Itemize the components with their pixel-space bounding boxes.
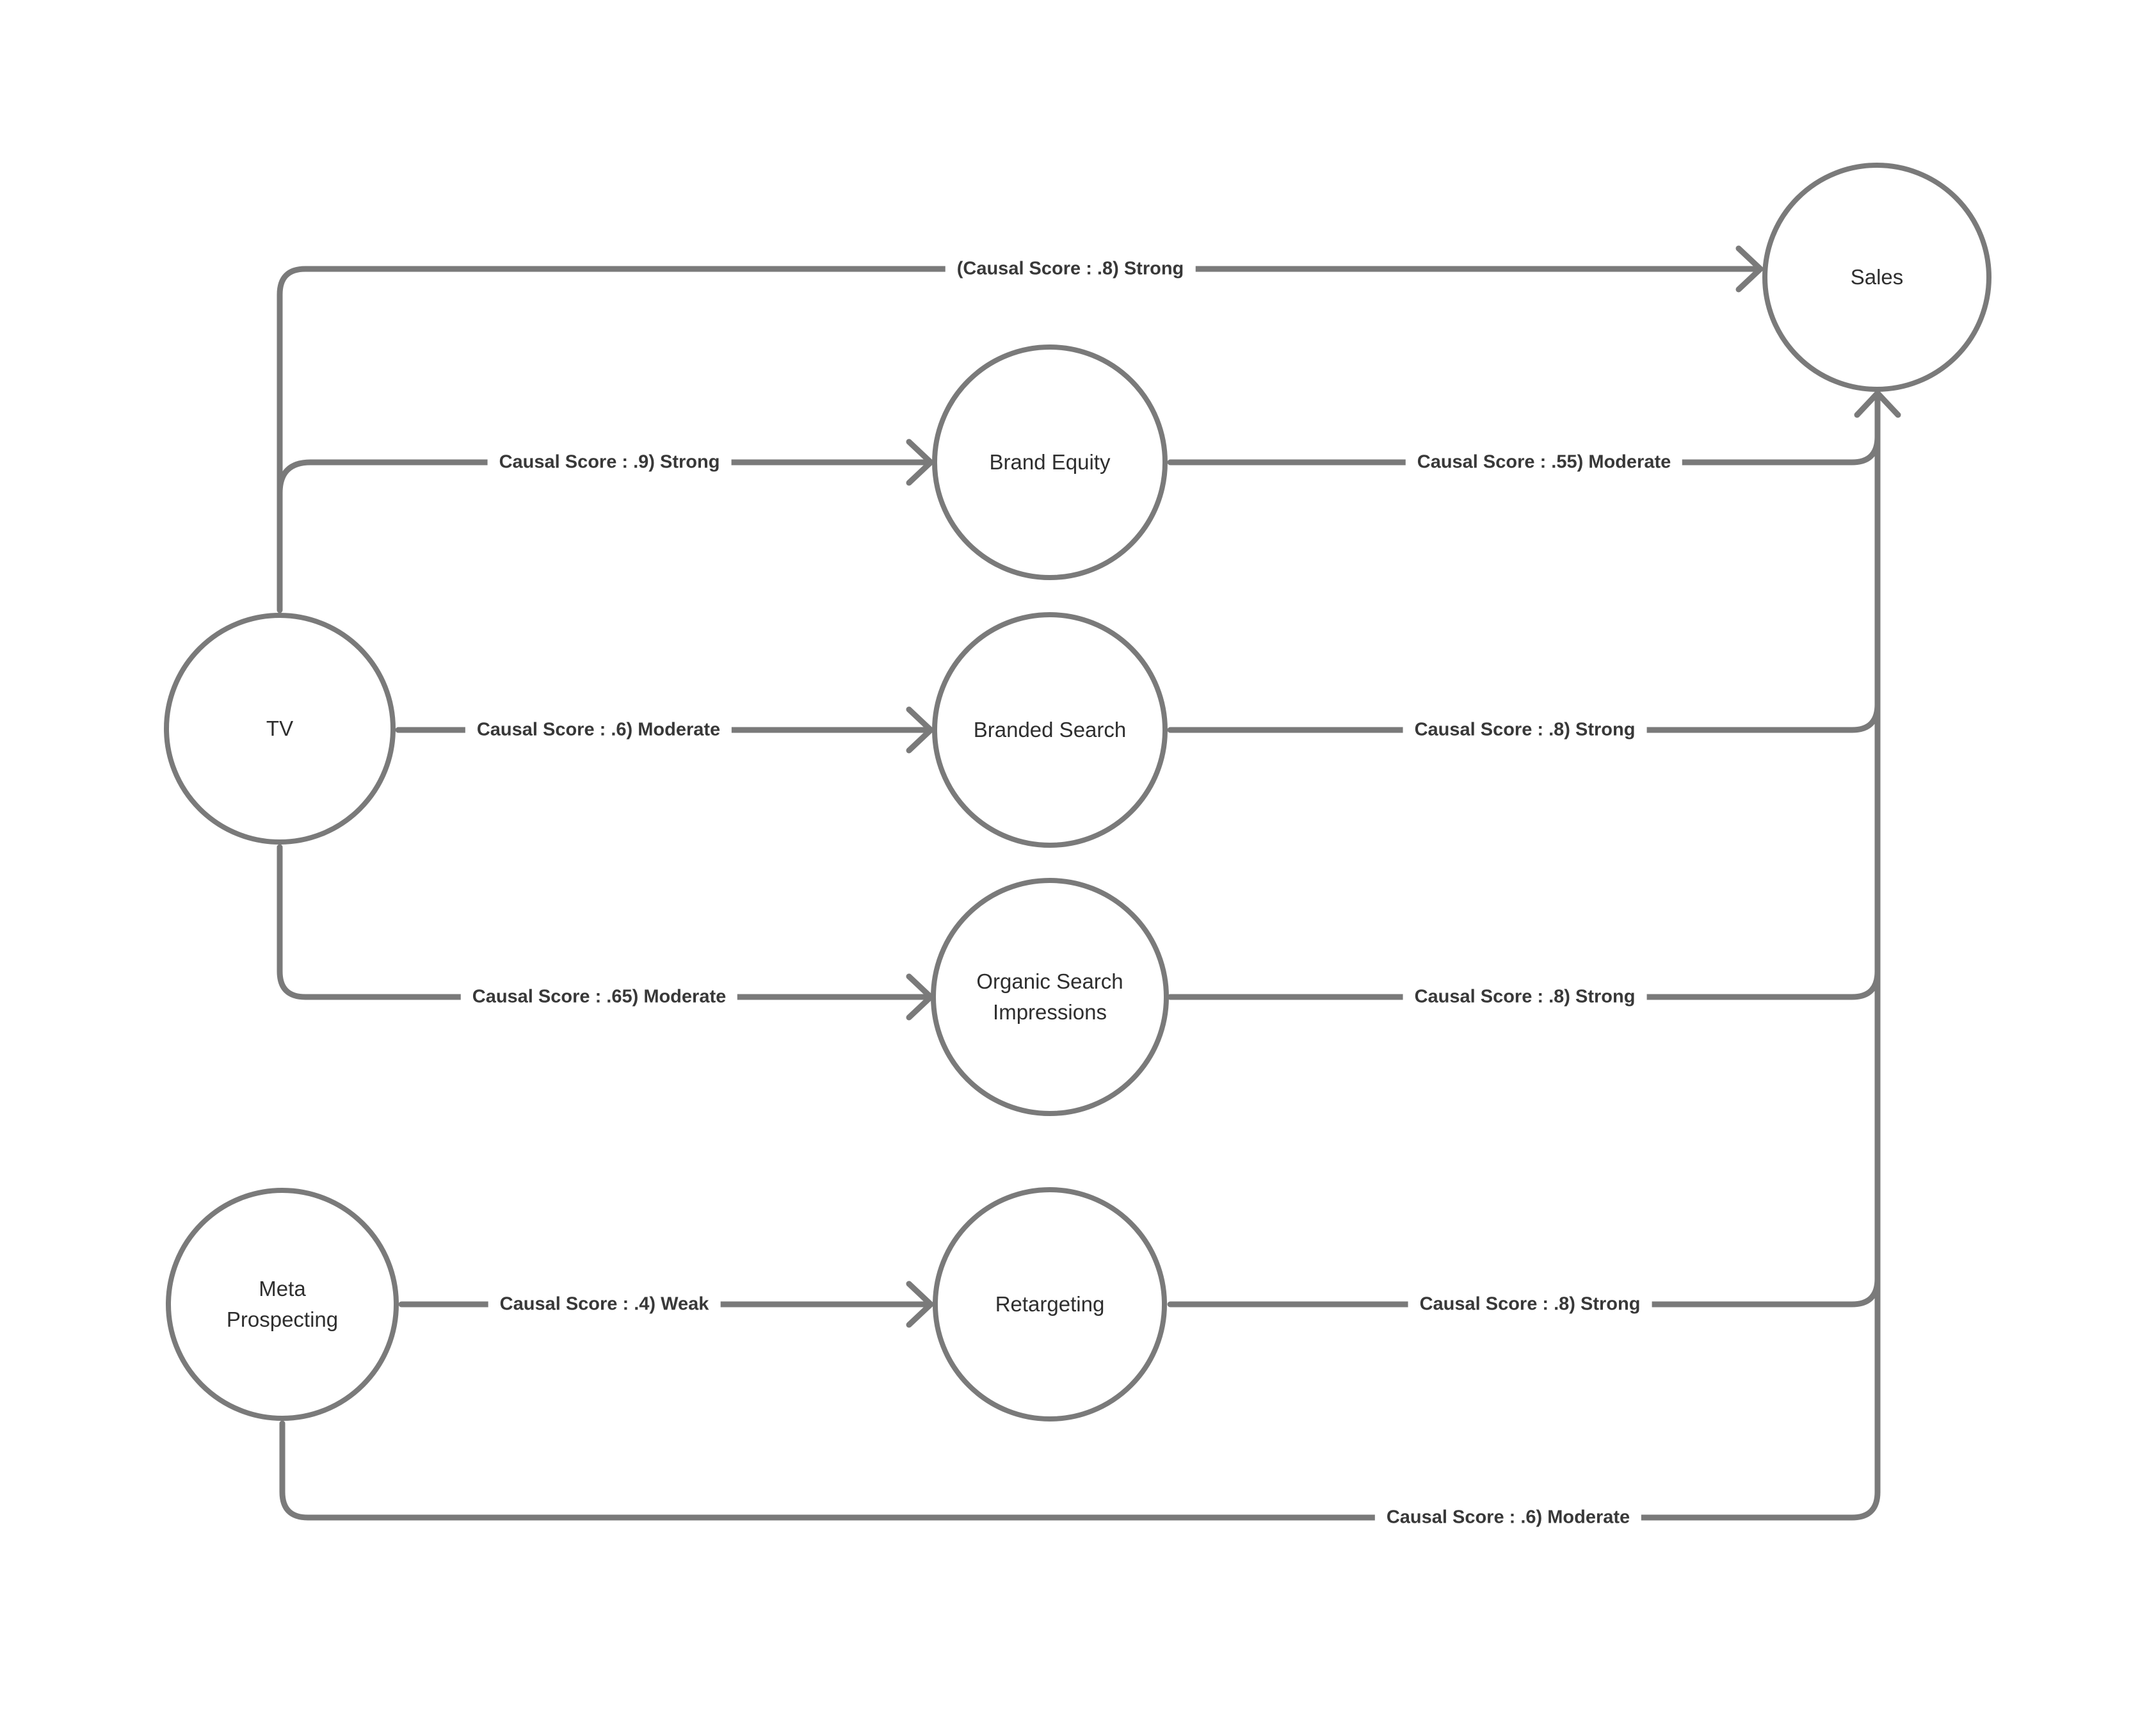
node-circle-sales[interactable]: [1762, 163, 1991, 392]
edge-label-meta-prospecting-sales: Causal Score : .6) Moderate: [1374, 1502, 1642, 1533]
arrowhead-into-branded-search: [906, 706, 934, 754]
node-circle-brand-equity[interactable]: [932, 344, 1168, 580]
edge-label-tv-sales: (Causal Score : .8) Strong: [945, 254, 1196, 284]
edge-label-meta-prospecting-retargeting: Causal Score : .4) Weak: [488, 1289, 721, 1320]
edge-label-brand-equity-sales: Causal Score : .55) Moderate: [1405, 447, 1683, 478]
arrowhead-into-brand-equity: [906, 439, 934, 486]
node-circle-branded-search[interactable]: [932, 612, 1168, 848]
node-circle-organic-search-impressions[interactable]: [931, 878, 1169, 1116]
edge-tv-brand-equity-line: [277, 459, 928, 496]
edge-tv-organic-search-line: [277, 844, 928, 1000]
edge-tv-sales-line: [277, 266, 1760, 613]
node-circle-tv[interactable]: [164, 613, 396, 845]
edge-label-organic-search-sales: Causal Score : .8) Strong: [1403, 982, 1647, 1012]
arrowhead-into-organic-search: [906, 973, 934, 1021]
edge-meta-prospecting-sales-line: [279, 1420, 1881, 1521]
edge-label-tv-brand-equity: Causal Score : .9) Strong: [487, 447, 732, 478]
arrowhead-into-retargeting: [906, 1281, 934, 1328]
arrowhead-into-sales-bottom: [1854, 390, 1901, 418]
node-circle-meta-prospecting[interactable]: [166, 1188, 399, 1421]
node-circle-retargeting[interactable]: [933, 1187, 1167, 1421]
arrowhead-into-sales-left: [1735, 245, 1764, 293]
edge-label-branded-search-sales: Causal Score : .8) Strong: [1403, 715, 1647, 745]
edge-label-tv-organic-search: Causal Score : .65) Moderate: [460, 982, 738, 1012]
edge-label-retargeting-sales: Causal Score : .8) Strong: [1408, 1289, 1652, 1320]
edge-label-tv-branded-search: Causal Score : .6) Moderate: [465, 715, 732, 745]
